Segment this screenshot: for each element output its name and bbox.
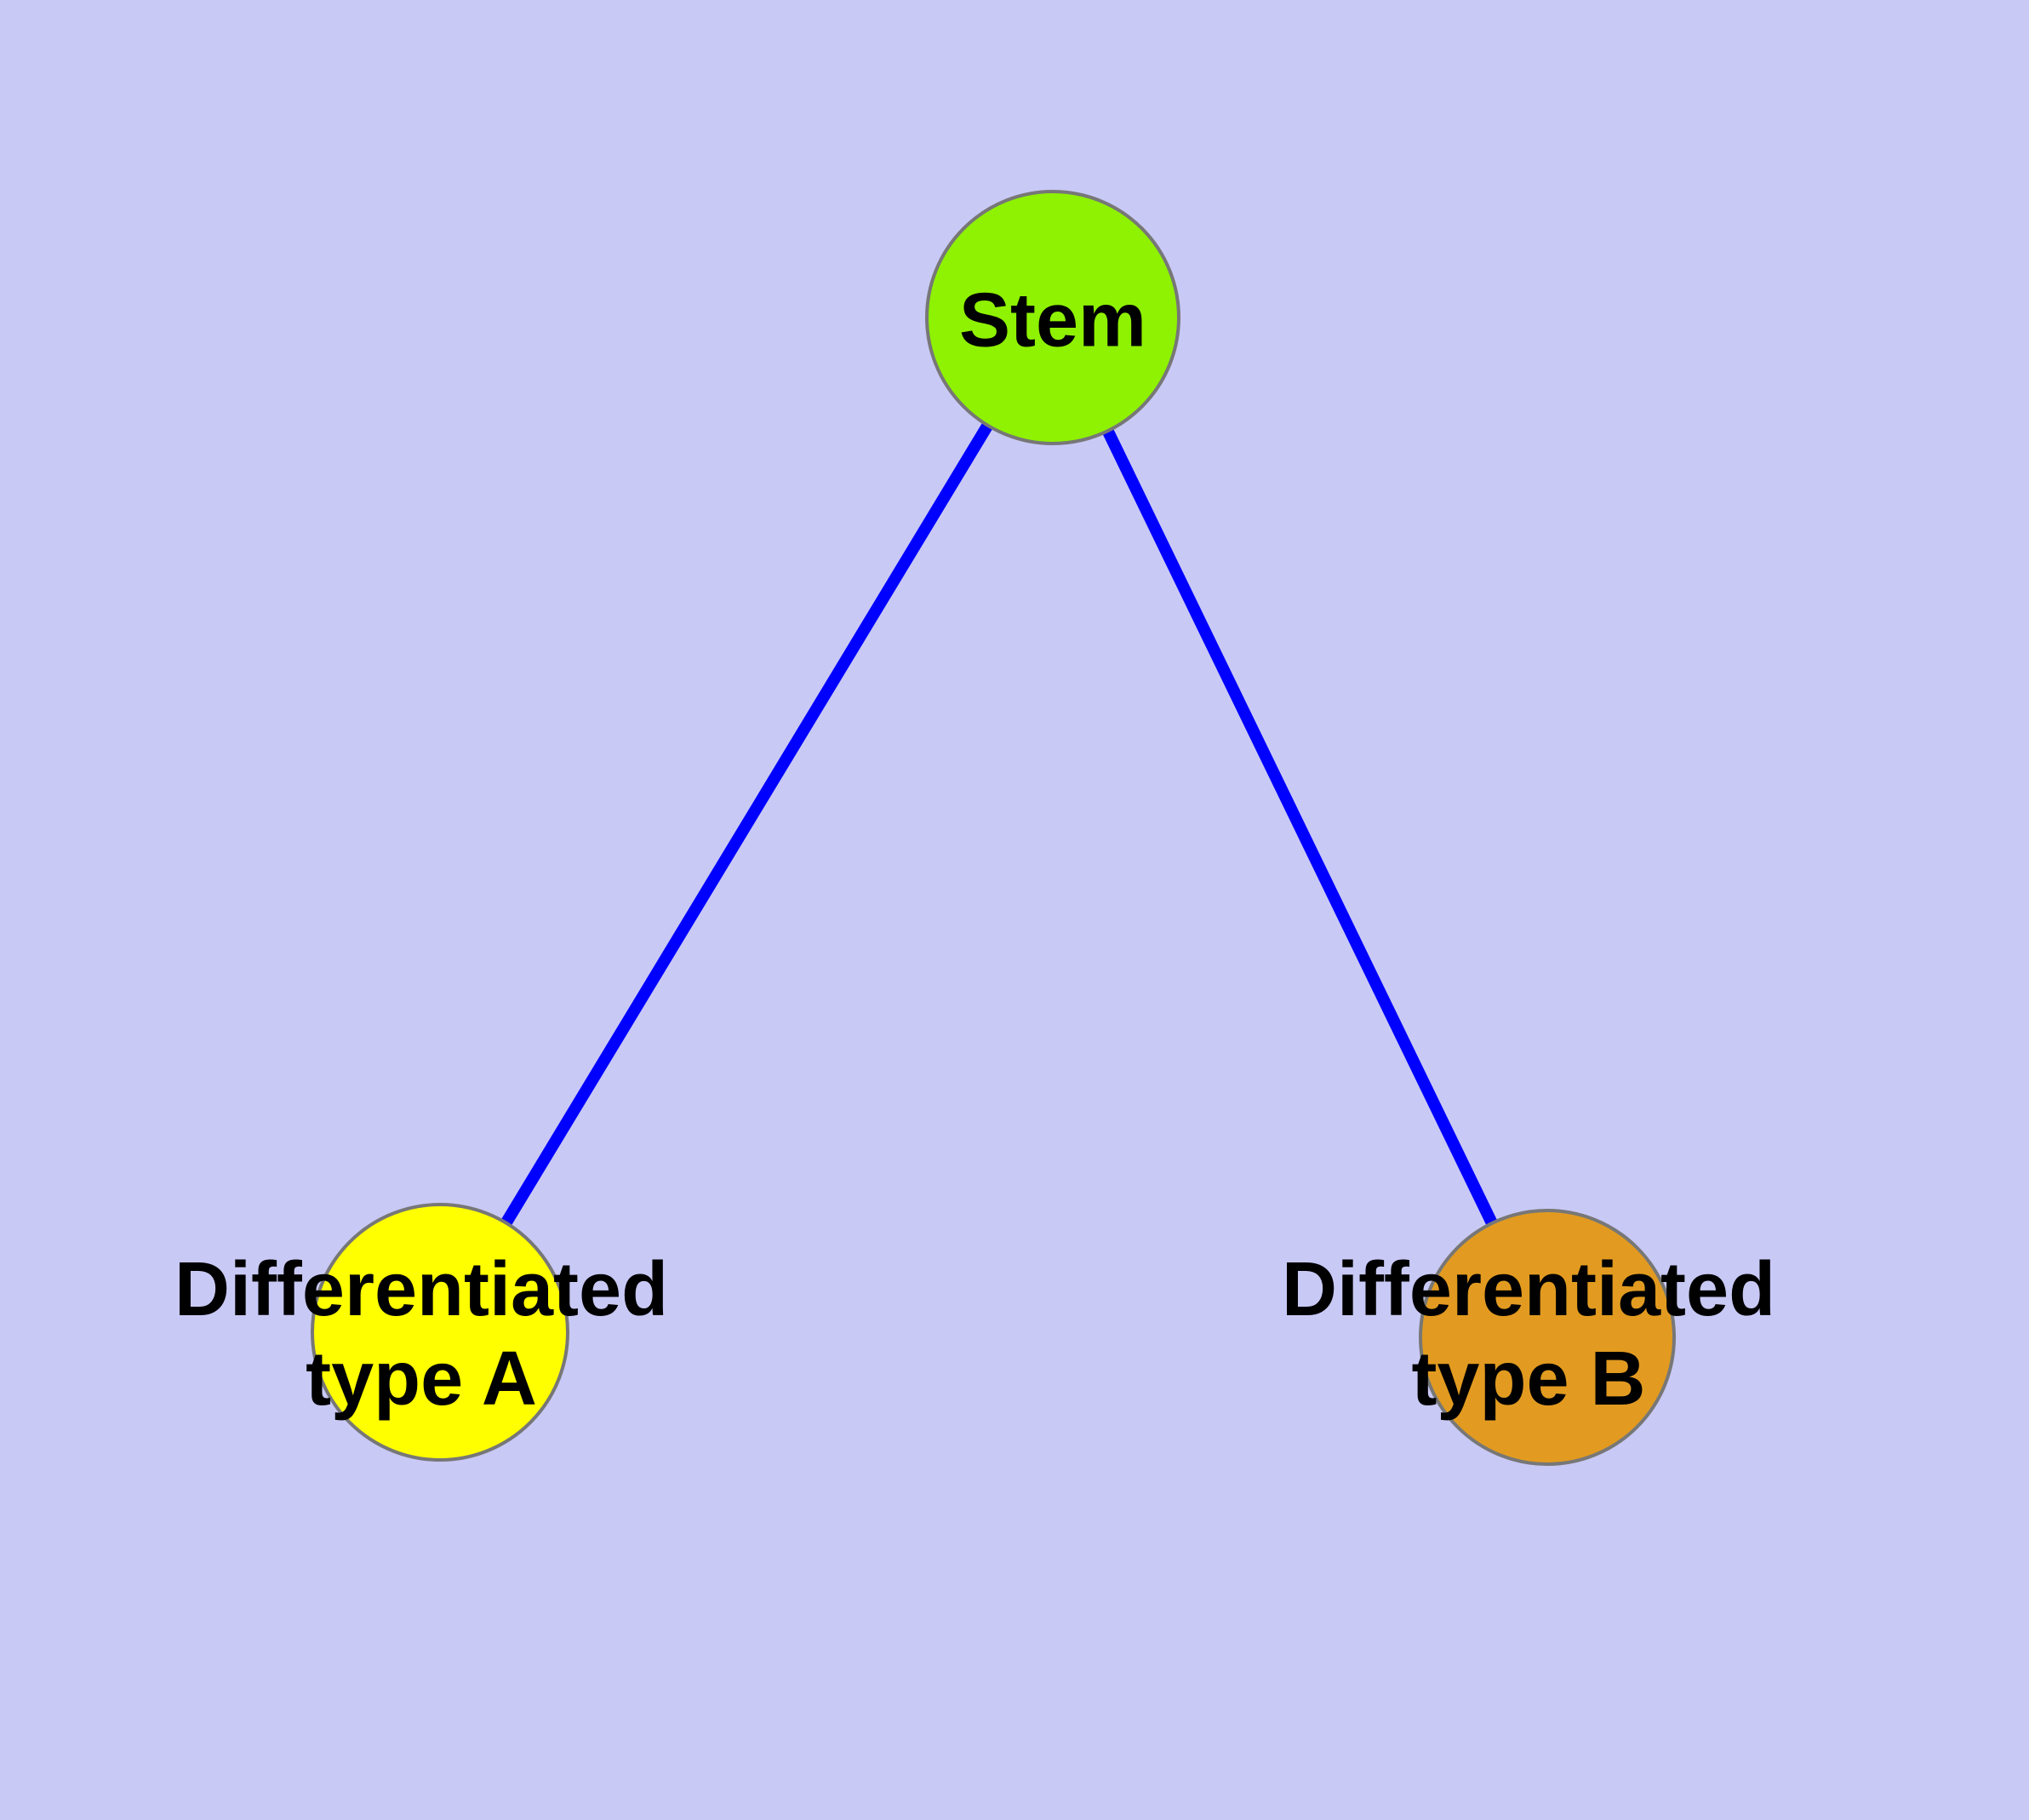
node-stem-circle bbox=[925, 190, 1180, 445]
node-differentiated-type-b-circle bbox=[1419, 1209, 1676, 1466]
node-differentiated-type-a-circle bbox=[311, 1203, 569, 1462]
edge-stem-to-type-a bbox=[435, 314, 1058, 1336]
edge-stem-to-type-b bbox=[1047, 314, 1553, 1341]
